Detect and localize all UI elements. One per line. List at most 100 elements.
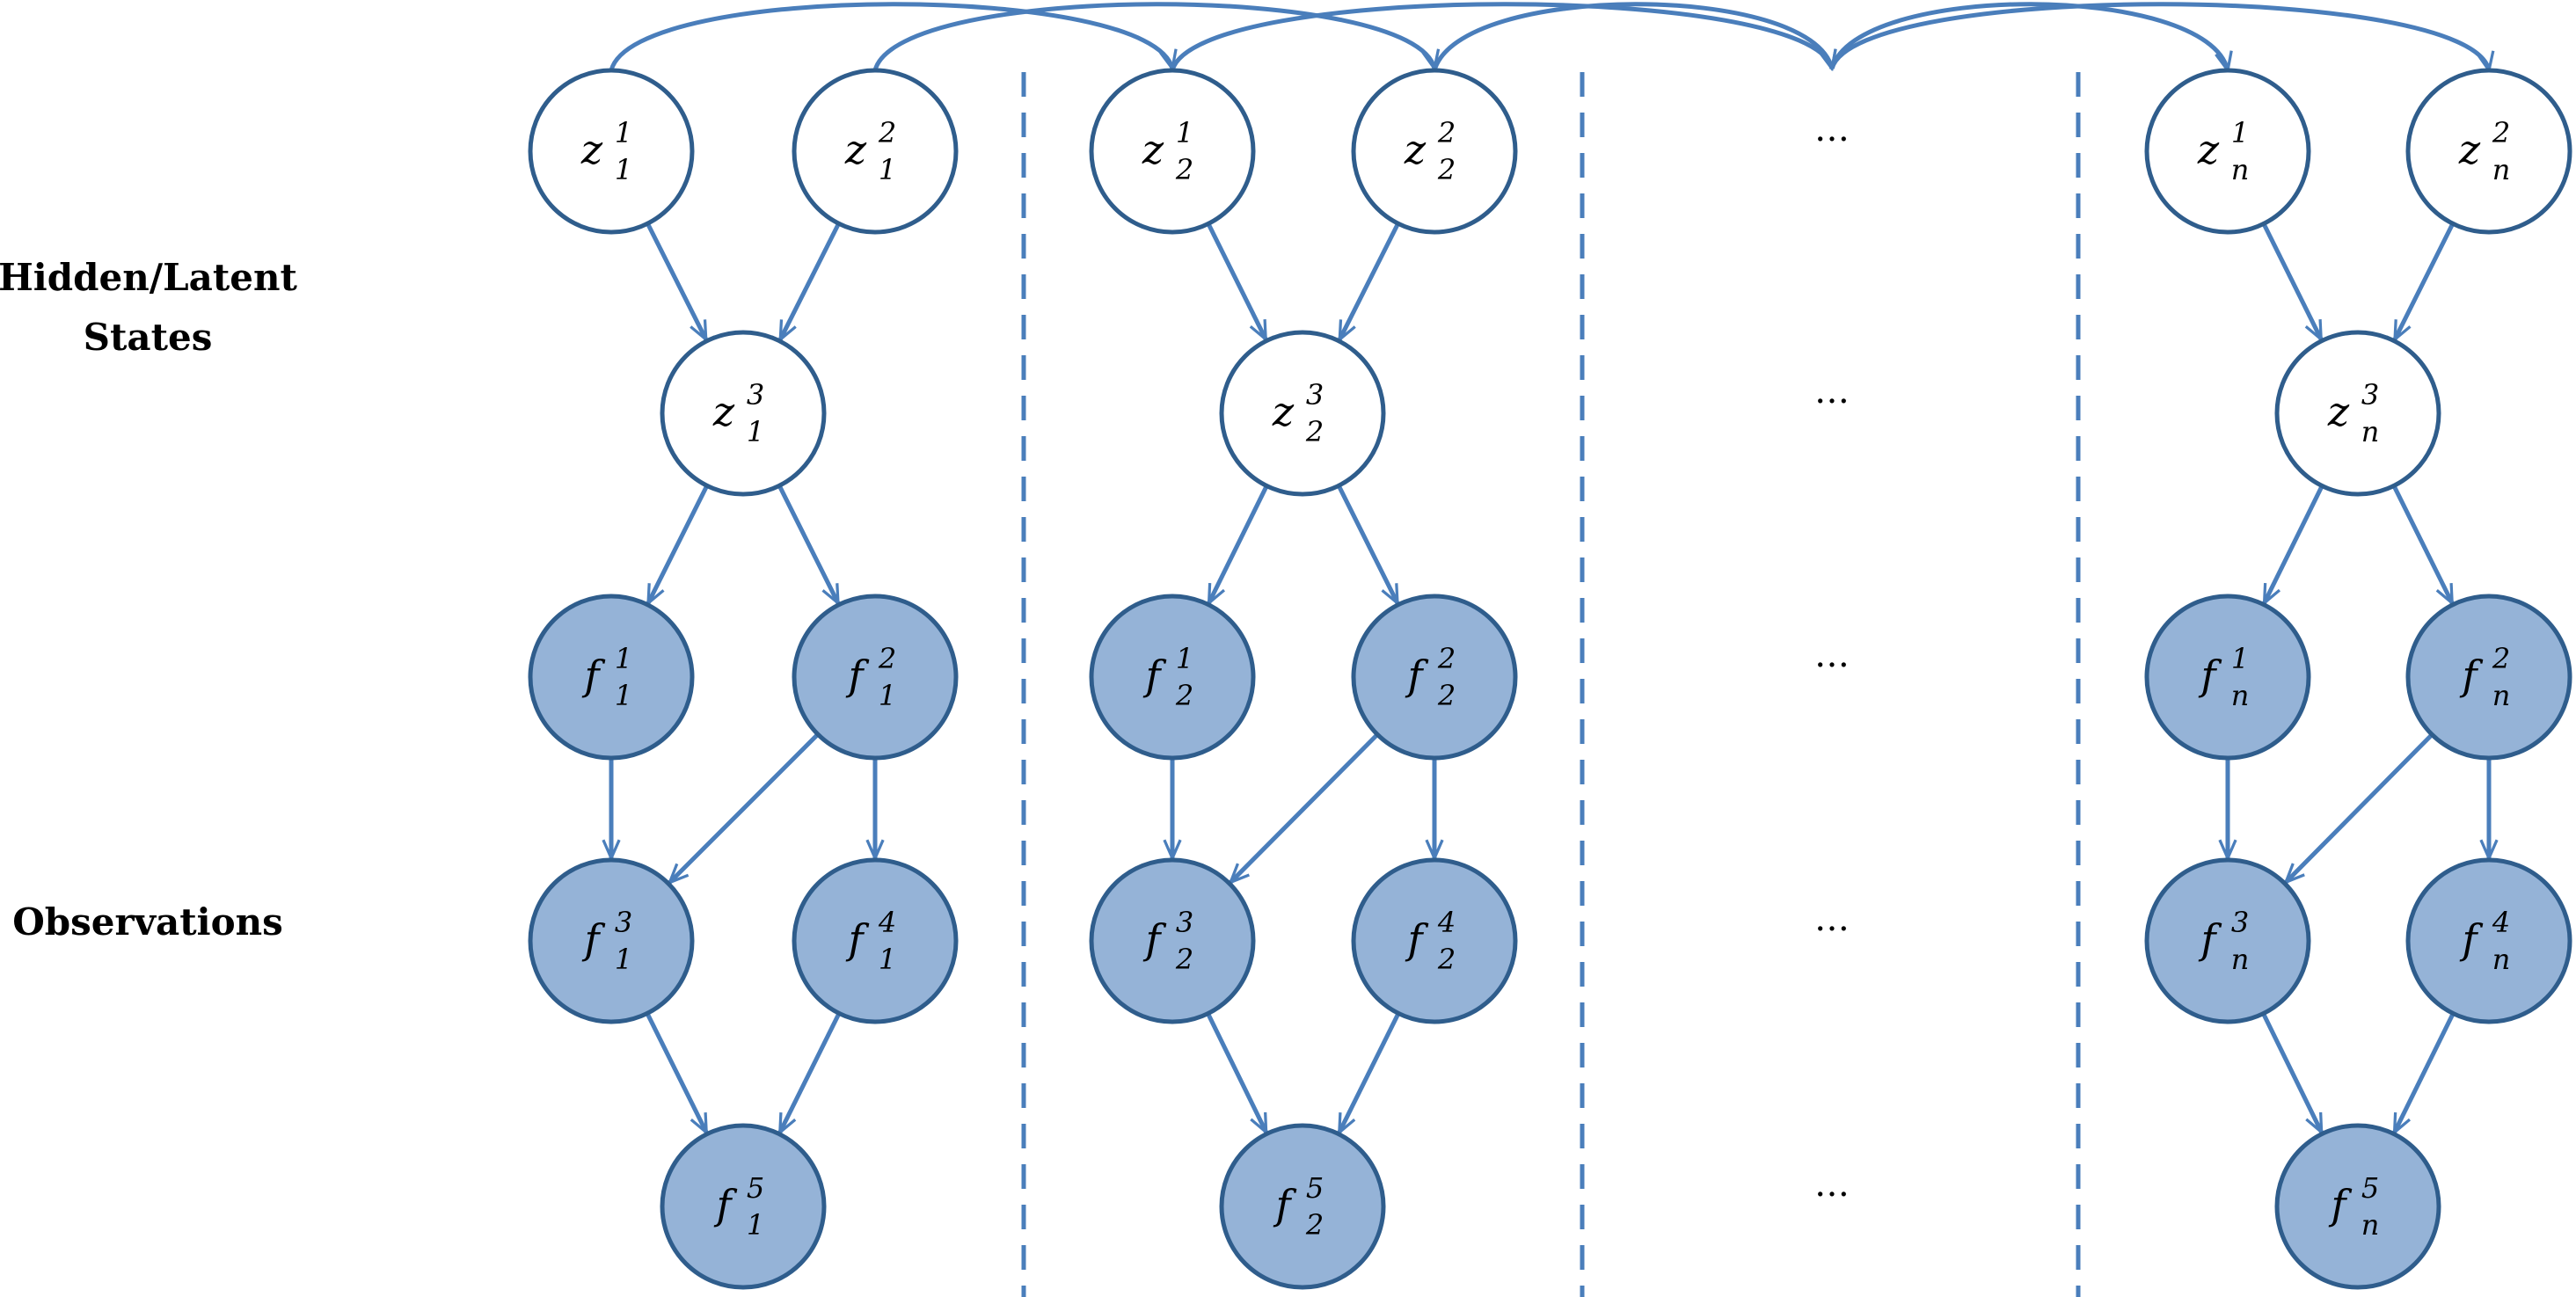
node-superscript: 1: [615, 642, 632, 675]
edge-f3-f5-slice-2: [1206, 1012, 1268, 1133]
edge-z2-z3-slice-2: [1338, 222, 1400, 339]
node-label: z: [2458, 126, 2481, 173]
edge-f4-f5-slice-1: [777, 1012, 842, 1132]
node-subscript: n: [2231, 153, 2250, 186]
observed-node-circle: [528, 857, 695, 1024]
node-subscript: 2: [1437, 153, 1456, 186]
node-subscript: 1: [615, 153, 632, 186]
arc-z2-slice2-to-ellipsis: [1432, 2, 1832, 70]
node-superscript: 2: [1437, 642, 1456, 675]
ellipsis-marker: …: [1814, 371, 1850, 412]
node-subscript: n: [2492, 153, 2511, 186]
node-superscript: 3: [747, 378, 764, 412]
node-subscript: n: [2231, 679, 2250, 712]
node-label: z: [580, 126, 603, 173]
node-label: z: [1404, 126, 1427, 173]
edge-f3-f5-slice-1: [645, 1012, 709, 1132]
edge-f4-f5-slice-2: [1337, 1012, 1401, 1132]
node-superscript: 3: [1176, 906, 1193, 939]
observed-node-circle: [1089, 594, 1256, 761]
edge-f2-f3-slice-1: [669, 732, 820, 882]
observed-node-circle: [2144, 594, 2311, 761]
node-subscript: 2: [1175, 153, 1193, 186]
node-superscript: 4: [1437, 906, 1456, 939]
observed-node-circle: [2274, 1123, 2441, 1290]
observed-node-circle: [792, 857, 959, 1024]
node-subscript: 1: [879, 153, 896, 186]
arc-z2-slice1-to-z2-slice2: [872, 2, 1434, 70]
node-label: z: [1272, 388, 1295, 435]
edge-z1-z3-slice-1: [646, 222, 708, 339]
observed-node-circle: [660, 1123, 827, 1290]
edge-f2-f3-slice-2: [1230, 732, 1379, 882]
arc-z1-slice2-to-ellipsis: [1170, 2, 1832, 70]
node-superscript: 3: [2231, 906, 2249, 939]
arc-z1-slice1-to-z1-slice2: [609, 2, 1172, 70]
node-superscript: 2: [1437, 116, 1456, 149]
hidden-states-label-line2: States: [84, 316, 213, 359]
ellipsis-marker: …: [1814, 899, 1850, 939]
node-superscript: 3: [1306, 378, 1324, 412]
edges-layer: [611, 222, 2489, 1133]
edge-z1-z3-slice-n: [2261, 222, 2324, 339]
hidden-node-circle: [528, 68, 695, 235]
node-subscript: 1: [879, 679, 896, 712]
hidden-node-circle: [2274, 330, 2441, 497]
node-subscript: n: [2492, 679, 2511, 712]
observed-node-circle: [528, 594, 695, 761]
node-subscript: 1: [615, 943, 632, 976]
node-label: z: [844, 126, 867, 173]
observed-node-circle: [1351, 857, 1518, 1024]
edge-z2-z3-slice-1: [778, 222, 841, 339]
observed-node-circle: [1089, 857, 1256, 1024]
edge-z3-f2-slice-2: [1336, 485, 1400, 603]
slice-separators: [1021, 72, 2081, 1297]
ellipsis-column: ……………: [1814, 109, 1850, 1205]
hidden-node-circle: [1089, 68, 1256, 235]
node-subscript: n: [2492, 943, 2511, 976]
observed-node-circle: [1351, 594, 1518, 761]
node-subscript: 1: [615, 679, 632, 712]
edge-z3-f1-slice-n: [2262, 485, 2324, 603]
node-subscript: n: [2361, 1208, 2380, 1242]
edge-f4-f5-slice-n: [2392, 1012, 2456, 1133]
observations-label: Observations: [12, 900, 283, 944]
observed-node-circle: [2144, 857, 2311, 1024]
hidden-node-circle: [1351, 68, 1518, 235]
edge-z1-z3-slice-2: [1206, 222, 1268, 339]
hidden-node-circle: [1219, 330, 1386, 497]
node-label: z: [1142, 126, 1164, 173]
node-superscript: 5: [1306, 1171, 1324, 1205]
arc-ellipsis-to-z1-slice-n: [1829, 2, 2228, 70]
node-superscript: 1: [2231, 642, 2249, 675]
node-superscript: 2: [878, 116, 896, 149]
hidden-node-circle: [660, 330, 827, 497]
hidden-node-circle: [792, 68, 959, 235]
node-superscript: 5: [747, 1171, 764, 1205]
observed-node-circle: [2405, 594, 2572, 761]
node-superscript: 3: [615, 906, 632, 939]
node-superscript: 1: [1176, 116, 1193, 149]
arc-ellipsis-to-z2-slice-n: [1829, 2, 2489, 70]
node-subscript: 2: [1305, 415, 1324, 448]
node-superscript: 2: [2492, 642, 2510, 675]
node-superscript: 5: [2361, 1171, 2379, 1205]
